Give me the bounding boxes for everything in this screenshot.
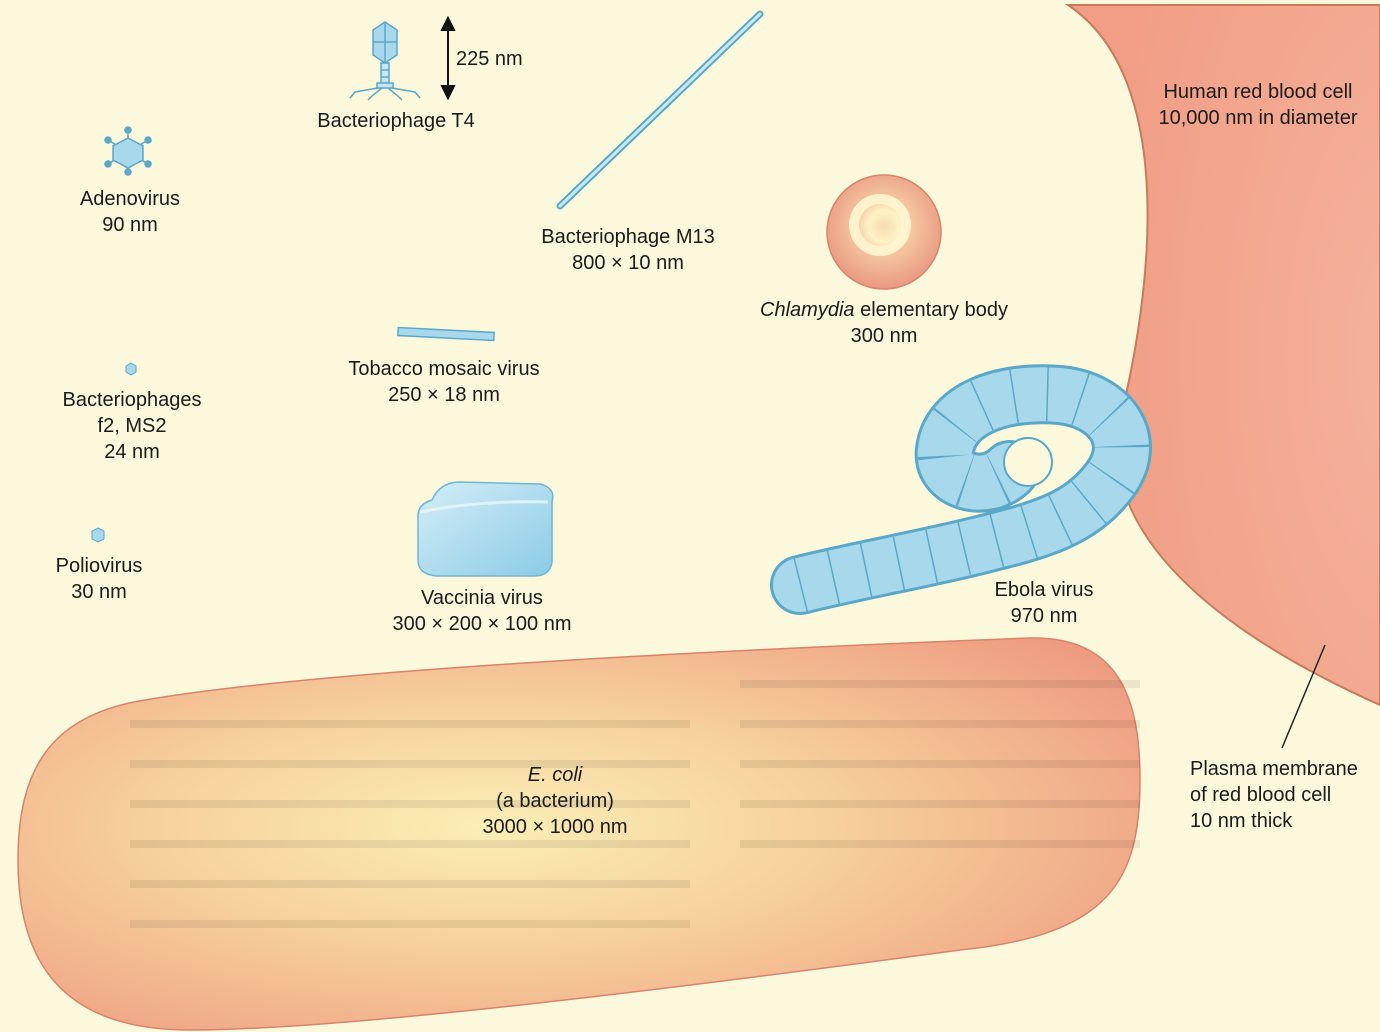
t4-name-label: Bacteriophage T4 (317, 108, 475, 134)
ecoli-label: E. coli (a bacterium) 3000 × 1000 nm (482, 762, 627, 840)
red-blood-cell-label: Human red blood cell 10,000 nm in diamet… (1158, 79, 1357, 131)
bacteriophage-t4-shape (350, 22, 420, 100)
tobacco-mosaic-label: Tobacco mosaic virus 250 × 18 nm (348, 356, 539, 408)
bacteriophage-f2-shape (126, 363, 136, 375)
vaccinia-label: Vaccinia virus 300 × 200 × 100 nm (392, 585, 571, 637)
bacteriophages-f2-label: Bacteriophages f2, MS2 24 nm (63, 387, 202, 465)
tobacco-mosaic-virus-shape (398, 327, 494, 340)
plasma-membrane-label: Plasma membrane of red blood cell 10 nm … (1190, 756, 1358, 834)
ebola-label: Ebola virus 970 nm (995, 577, 1094, 629)
size-arrow (442, 18, 454, 98)
poliovirus-shape (92, 528, 104, 542)
m13-label: Bacteriophage M13 800 × 10 nm (541, 224, 714, 276)
adenovirus-shape (105, 127, 151, 175)
adenovirus-label: Adenovirus 90 nm (80, 186, 180, 238)
chlamydia-label: Chlamydia elementary body 300 nm (760, 297, 1008, 349)
t4-size-label: 225 nm (456, 46, 523, 72)
ebola-virus-shape (800, 394, 1122, 585)
chlamydia-shape (827, 175, 941, 289)
poliovirus-label: Poliovirus 30 nm (56, 553, 143, 605)
vaccinia-virus-shape (418, 482, 553, 576)
bacteriophage-m13-shape (560, 14, 760, 206)
